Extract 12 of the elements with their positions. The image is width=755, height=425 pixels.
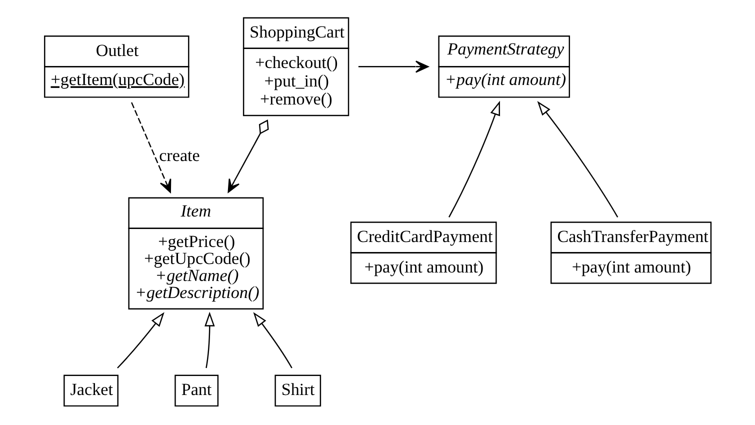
arrow: [448, 100, 500, 218]
node-box: Shirt: [274, 374, 322, 407]
arrow: [537, 100, 618, 218]
arrow: [204, 312, 215, 368]
arrow: [253, 312, 292, 368]
arrow: [358, 60, 429, 73]
arrow: [131, 102, 172, 193]
node-box: Jacket: [64, 374, 118, 407]
node-box: Pant: [174, 374, 219, 407]
arrow: [117, 312, 164, 368]
edge-label: create: [159, 146, 200, 165]
arrow: [228, 120, 269, 193]
